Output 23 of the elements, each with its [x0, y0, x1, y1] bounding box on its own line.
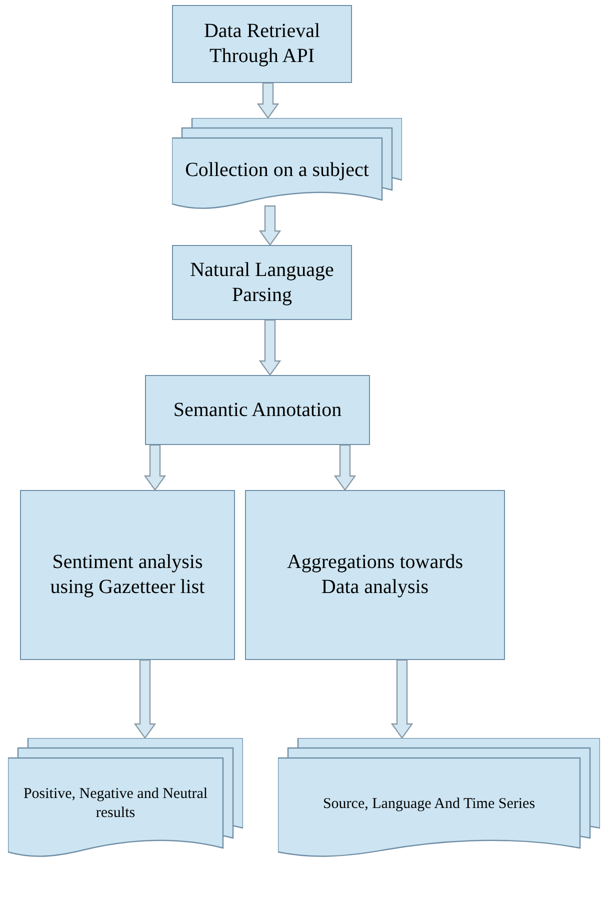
- box-label: Aggregations towards Data analysis: [286, 550, 464, 600]
- document-stack: [278, 738, 600, 858]
- block-arrow: [258, 205, 282, 246]
- process-box: [172, 5, 352, 83]
- process-box: [245, 490, 505, 660]
- document-label: Positive, Negative and Neutral results: [22, 785, 209, 823]
- document-stack: [8, 738, 243, 858]
- box-label: Data Retrieval Through API: [202, 19, 322, 69]
- box-label: Sentiment analysis using Gazetteer list: [49, 550, 206, 600]
- box-label: Semantic Annotation: [172, 398, 343, 422]
- block-arrow: [390, 659, 414, 740]
- block-arrow: [144, 444, 166, 492]
- box-label: Natural Language Parsing: [189, 258, 335, 308]
- document-stack: [172, 118, 402, 210]
- document-label: Collection on a subject: [184, 158, 370, 182]
- document-label: Source, Language And Time Series: [322, 794, 536, 814]
- block-arrow: [134, 659, 156, 740]
- process-box: [145, 375, 370, 445]
- block-arrow: [256, 82, 280, 120]
- block-arrow: [334, 444, 356, 492]
- block-arrow: [258, 319, 282, 376]
- process-box: [20, 490, 235, 660]
- process-box: [172, 245, 352, 320]
